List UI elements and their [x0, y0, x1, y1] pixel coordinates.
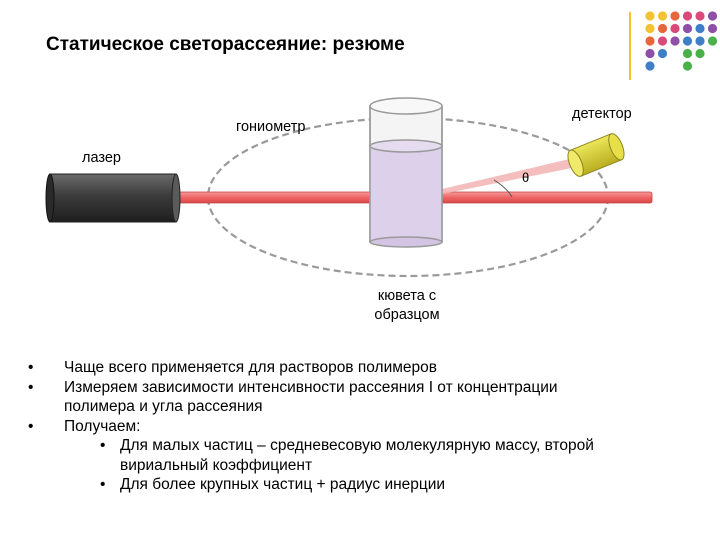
cuvette	[369, 97, 443, 248]
bullet-text: Чаще всего применяется для растворов пол…	[64, 359, 437, 376]
bullet-item: • Измеряем зависимости интенсивности рас…	[28, 378, 708, 417]
decorative-dot	[682, 48, 693, 59]
decorative-dot	[645, 11, 655, 21]
slide-title: Статическое светорассеяние: резюме	[46, 34, 405, 55]
decorative-dot	[657, 36, 668, 46]
bullet-marker: •	[100, 437, 106, 454]
detector-label: детектор	[572, 106, 632, 122]
decorative-dot	[707, 23, 718, 34]
decorative-dot	[682, 61, 693, 71]
decorative-dot	[707, 36, 718, 46]
decorative-dot	[695, 48, 705, 59]
laser	[45, 173, 181, 223]
decorative-dot	[695, 23, 705, 34]
decorative-dot	[670, 11, 680, 21]
cuvette-label-line1: кювета с	[377, 288, 437, 304]
summary-bullet-list: • Чаще всего применяется для растворов п…	[28, 358, 708, 495]
bullet-marker: •	[100, 476, 106, 493]
sub-bullet-text-continuation: вириальный коэффициент	[120, 456, 313, 474]
decorative-dot	[670, 36, 680, 46]
bullet-text: Измеряем зависимости интенсивности рассе…	[64, 378, 558, 396]
cuvette-label: кювета с образцом	[362, 287, 452, 325]
sub-bullet-text: Для более крупных частиц + радиус инерци…	[120, 476, 446, 493]
decorative-divider-line	[629, 12, 631, 80]
laser-label: лазер	[82, 150, 121, 166]
decorative-dot	[670, 23, 680, 34]
bullet-marker: •	[28, 359, 34, 376]
decorative-dot	[645, 36, 655, 46]
decorative-dot	[682, 36, 693, 46]
cuvette-label-line2: образцом	[374, 307, 440, 323]
decorative-dot	[645, 48, 655, 59]
decorative-dot	[657, 11, 668, 21]
decorative-dot	[707, 11, 718, 21]
theta-label: θ	[522, 170, 530, 185]
decorative-dot	[695, 36, 705, 46]
sub-bullet-item: • Для более крупных частиц + радиус инер…	[28, 475, 708, 495]
decorative-dot	[695, 11, 705, 21]
decorative-dot	[657, 48, 668, 59]
bullet-text: Получаем:	[64, 417, 141, 435]
goniometer-label: гониометр	[236, 119, 306, 135]
bullet-marker: •	[28, 417, 34, 435]
sub-bullet-item: • Для малых частиц – средневесовую молек…	[28, 436, 708, 475]
decorative-dot	[657, 23, 668, 34]
bullet-text-continuation: полимера и угла рассеяния	[64, 398, 263, 415]
decorative-dot	[682, 11, 693, 21]
decorative-dot	[645, 23, 655, 34]
theta-arc	[493, 179, 513, 198]
detector	[567, 133, 625, 177]
bullet-marker: •	[28, 378, 34, 396]
bullet-item: • Чаще всего применяется для растворов п…	[28, 358, 708, 378]
sub-bullet-text: Для малых частиц – средневесовую молекул…	[120, 437, 594, 454]
bullet-item: • Получаем:	[28, 417, 708, 437]
decorative-dot	[682, 23, 693, 34]
decorative-dot	[645, 61, 655, 71]
scattered-beam	[408, 157, 582, 200]
